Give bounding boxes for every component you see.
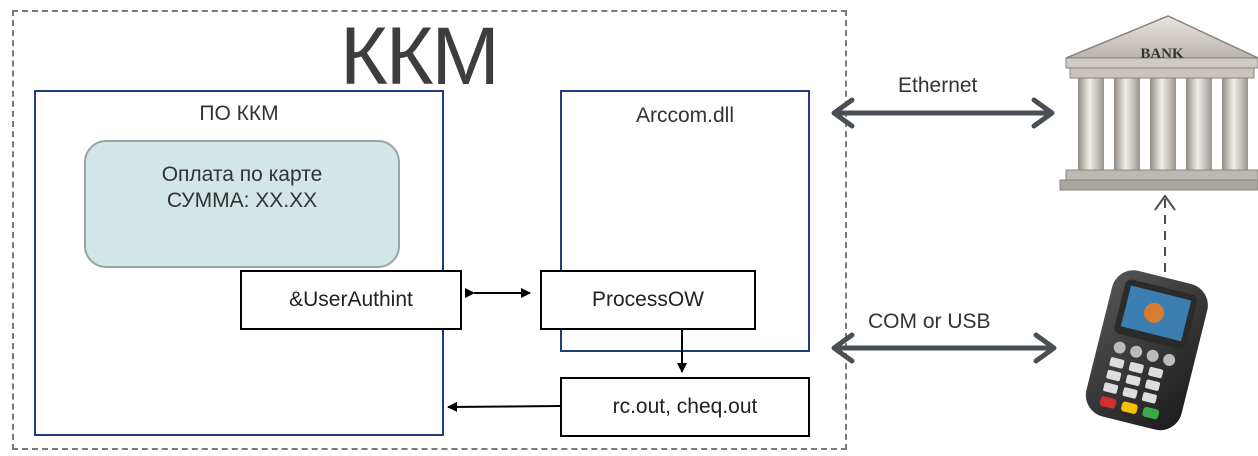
payment-text: Оплата по карте СУММА: XX.XX	[84, 162, 400, 214]
diagram-title: ККМ	[340, 11, 500, 102]
payment-line-1: Оплата по карте	[161, 163, 323, 186]
payment-screen	[84, 140, 400, 268]
arccom-dll-label: Arccom.dll	[635, 104, 735, 127]
payment-line-2: СУММА: XX.XX	[166, 189, 318, 212]
output-files-label: rc.out, cheq.out	[612, 395, 758, 418]
card-terminal-icon	[1085, 270, 1208, 431]
process-ow-node: ProcessOW	[540, 270, 756, 330]
com-usb-label: COM or USB	[868, 310, 991, 333]
user-auth-label: &UserAuthint	[289, 288, 413, 311]
output-po-link	[447, 401, 561, 412]
bank-sign: BANK	[1140, 46, 1184, 62]
ccm-boundary	[12, 10, 847, 450]
com-usb-arrow	[831, 332, 1057, 364]
ethernet-arrow	[831, 97, 1055, 129]
po-ccm-label: ПО ККМ	[199, 102, 279, 125]
process-ow-label: ProcessOW	[591, 288, 704, 311]
user-auth-node: &UserAuthint	[240, 270, 462, 330]
bank-building-icon	[1059, 15, 1258, 191]
arccom-dll-container	[560, 90, 810, 352]
terminal-bank-link	[1154, 194, 1176, 272]
output-files-node: rc.out, cheq.out	[560, 377, 810, 437]
ethernet-label: Ethernet	[898, 74, 978, 97]
po-ccm-container	[34, 90, 444, 436]
